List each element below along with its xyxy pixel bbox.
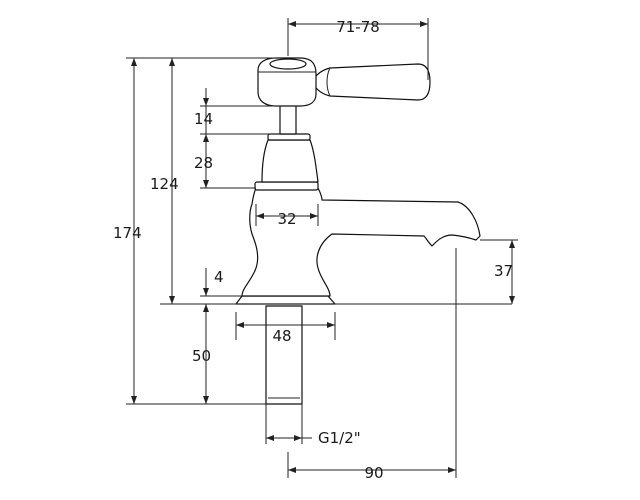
label-body-width: 32 — [277, 210, 296, 228]
label-total-above-deck: 124 — [150, 175, 179, 193]
dimension-lines — [126, 18, 518, 478]
label-handle-reach: 71-78 — [336, 18, 380, 36]
label-shroud-height: 28 — [194, 154, 213, 172]
label-base-diameter: 48 — [272, 327, 291, 345]
label-shank-length: 50 — [192, 347, 211, 365]
threaded-shank — [265, 305, 303, 405]
handle-hub — [257, 57, 317, 107]
index-button — [269, 58, 307, 70]
dimension-labels: 71-78 14 28 124 174 32 37 4 48 50 G1/2" … — [113, 18, 513, 482]
label-spindle-height: 14 — [194, 110, 213, 128]
spindle — [279, 103, 297, 135]
label-spout-clearance: 37 — [494, 262, 513, 280]
label-flange-height: 4 — [214, 268, 224, 286]
base-flange — [235, 295, 336, 305]
label-overall-height: 174 — [113, 224, 142, 242]
body-collar — [254, 181, 319, 191]
tap-outline — [235, 57, 481, 405]
label-spout-reach: 90 — [364, 464, 383, 482]
label-thread-size: G1/2" — [318, 429, 361, 447]
shroud-cap — [267, 133, 311, 141]
shroud — [261, 139, 319, 183]
tap-body — [241, 187, 481, 297]
lever-handle — [311, 63, 431, 101]
